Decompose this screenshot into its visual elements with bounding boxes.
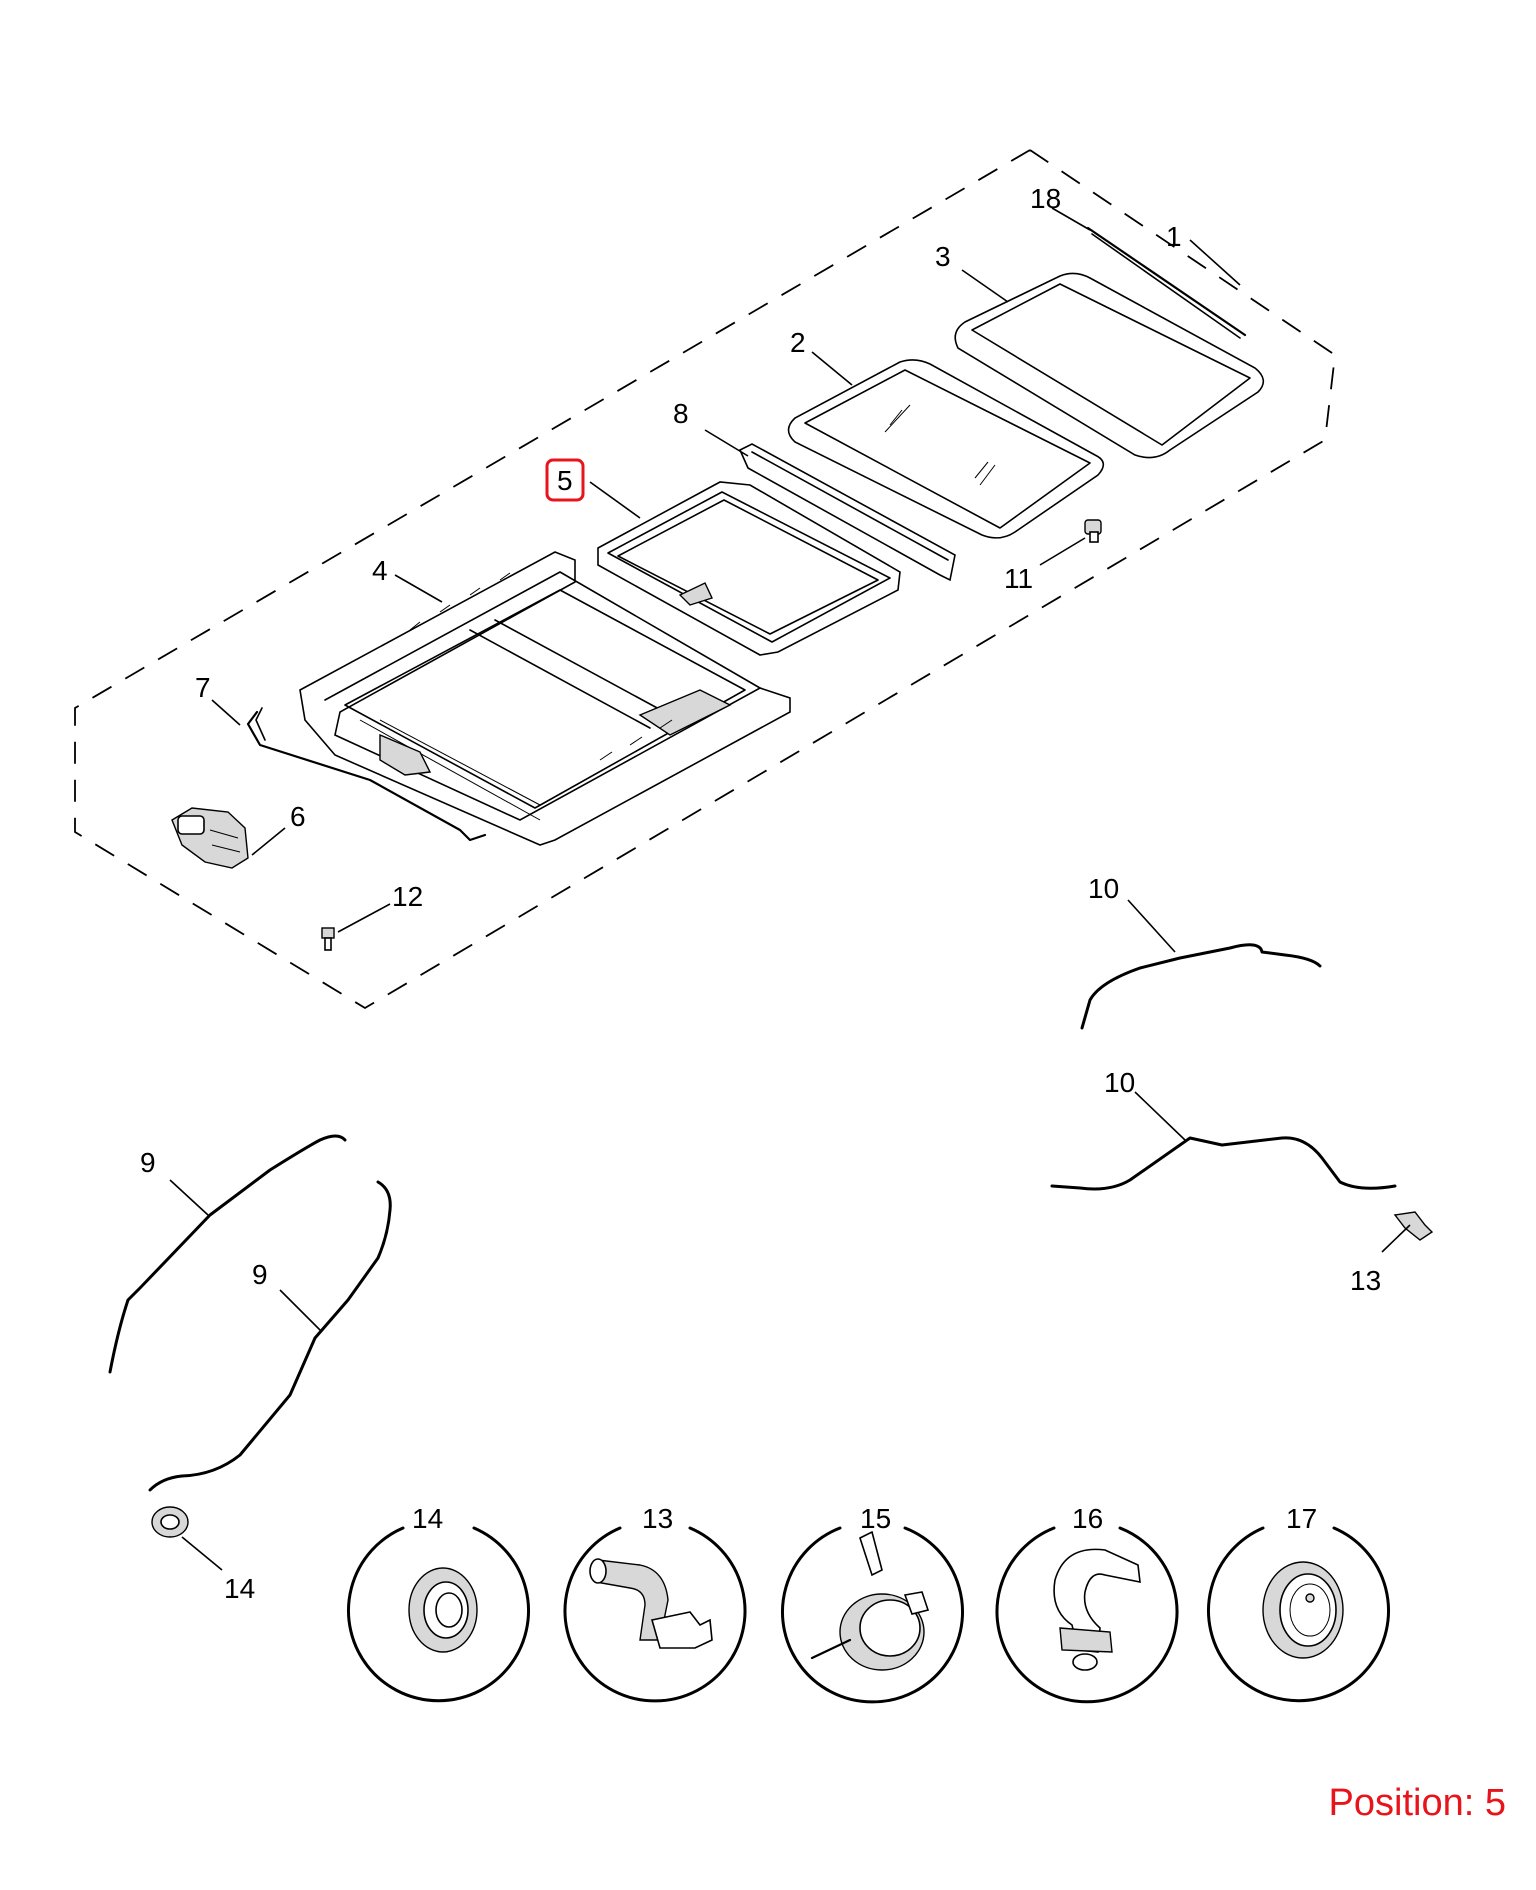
position-indicator: Position: 5 — [1329, 1782, 1506, 1825]
callout-10-upper: 10 — [1088, 873, 1119, 904]
hose-clamp-icon — [810, 1530, 930, 1671]
callout-13-small: 13 — [1350, 1265, 1381, 1296]
leader-lines — [169, 207, 1411, 1571]
part-14-grommet — [151, 1506, 189, 1538]
grommet-icon — [408, 1567, 478, 1653]
position-label-text: Position: — [1328, 1782, 1475, 1824]
position-value: 5 — [1484, 1782, 1506, 1824]
callout-12: 12 — [392, 881, 423, 912]
callout-2: 2 — [790, 327, 806, 358]
callout-1: 1 — [1166, 221, 1182, 252]
part-10-drain-hose-upper — [1080, 943, 1322, 1030]
svg-text:5: 5 — [557, 465, 573, 496]
detail-circle-15: 15 — [781, 1503, 964, 1704]
part-8-deflector — [738, 443, 956, 582]
svg-text:13: 13 — [642, 1503, 673, 1534]
callout-8: 8 — [673, 398, 689, 429]
callout-5-highlighted: 5 — [545, 458, 585, 502]
callout-10-lower: 10 — [1104, 1067, 1135, 1098]
part-6-motor — [171, 807, 249, 869]
part-7-cable — [246, 707, 487, 842]
part-4-frame-assembly — [299, 551, 791, 846]
assembly-boundary — [74, 149, 1336, 1010]
svg-text:16: 16 — [1072, 1503, 1103, 1534]
detail-circle-14: 14 — [347, 1503, 530, 1703]
plug-grommet-icon — [1262, 1561, 1344, 1659]
callout-14-small: 14 — [224, 1573, 255, 1604]
detail-circle-13: 13 — [563, 1503, 747, 1703]
callout-9-b: 9 — [252, 1259, 268, 1290]
callout-6: 6 — [290, 801, 306, 832]
callout-7: 7 — [195, 672, 211, 703]
part-12-bolt — [321, 927, 335, 951]
part-11-fastener — [1084, 519, 1102, 543]
callout-3: 3 — [935, 241, 951, 272]
callout-9-a: 9 — [140, 1147, 156, 1178]
callout-11: 11 — [1004, 563, 1033, 594]
retaining-clip-icon — [1053, 1548, 1141, 1671]
elbow-connector-icon — [589, 1558, 713, 1649]
svg-text:14: 14 — [412, 1503, 443, 1534]
detail-circle-17: 17 — [1207, 1503, 1390, 1703]
part-2-front-glass — [787, 359, 1105, 539]
part-10-drain-hose-lower — [1050, 1136, 1397, 1191]
callout-4: 4 — [372, 555, 388, 586]
detail-circle-16: 16 — [995, 1503, 1179, 1704]
part-9-drain-hose-b — [148, 1180, 392, 1492]
part-13-elbow — [1393, 1211, 1434, 1241]
part-5-sunshade-frame — [597, 481, 901, 656]
svg-text:17: 17 — [1286, 1503, 1317, 1534]
part-3-rear-glass — [954, 272, 1265, 459]
svg-text:15: 15 — [860, 1503, 891, 1534]
part-1-trim-strip — [1086, 226, 1247, 339]
part-9-drain-hose-a — [108, 1134, 347, 1374]
callout-18: 18 — [1030, 183, 1061, 214]
